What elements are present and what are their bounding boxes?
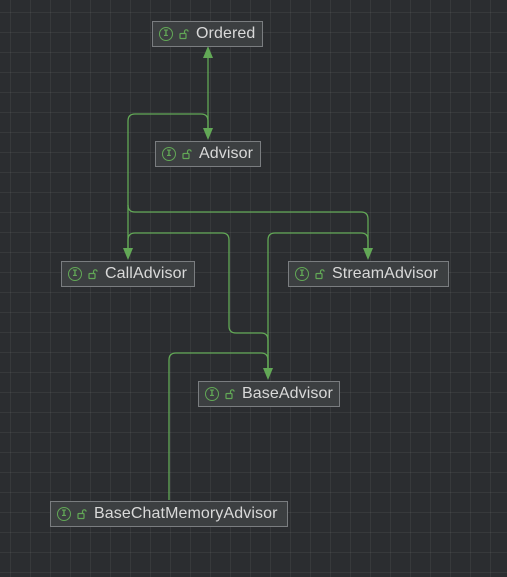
node-calladvisor[interactable]: I CallAdvisor bbox=[61, 261, 195, 287]
node-label: CallAdvisor bbox=[105, 265, 188, 282]
public-icon bbox=[87, 268, 99, 280]
node-label: Ordered bbox=[196, 25, 256, 42]
interface-icon: I bbox=[162, 147, 176, 161]
arrowhead-streamadvisor bbox=[363, 248, 373, 260]
public-icon bbox=[76, 508, 88, 520]
node-label: BaseChatMemoryAdvisor bbox=[94, 505, 278, 522]
edge-baseadvisor-to-calladvisor bbox=[127, 232, 269, 369]
node-label: Advisor bbox=[199, 145, 254, 162]
interface-icon: I bbox=[295, 267, 309, 281]
arrowhead-ordered bbox=[203, 46, 213, 58]
edge-streamadvisor-to-advisor bbox=[127, 204, 369, 249]
interface-icon: I bbox=[205, 387, 219, 401]
arrowhead-advisor bbox=[203, 128, 213, 140]
node-basechatmemoryadvisor[interactable]: I BaseChatMemoryAdvisor bbox=[50, 501, 288, 527]
node-baseadvisor[interactable]: I BaseAdvisor bbox=[198, 381, 340, 407]
node-ordered[interactable]: I Ordered bbox=[152, 21, 263, 47]
public-icon bbox=[178, 28, 190, 40]
edge-baseadvisor-to-streamadvisor bbox=[267, 232, 369, 369]
interface-icon: I bbox=[57, 507, 71, 521]
public-icon bbox=[224, 388, 236, 400]
node-label: BaseAdvisor bbox=[242, 385, 333, 402]
edge-basechatmemoryadvisor-to-baseadvisor bbox=[168, 352, 269, 500]
interface-icon: I bbox=[159, 27, 173, 41]
arrowhead-baseadvisor bbox=[263, 368, 273, 380]
interface-icon: I bbox=[68, 267, 82, 281]
public-icon bbox=[314, 268, 326, 280]
arrowhead-calladvisor bbox=[123, 248, 133, 260]
node-advisor[interactable]: I Advisor bbox=[155, 141, 261, 167]
public-icon bbox=[181, 148, 193, 160]
node-streamadvisor[interactable]: I StreamAdvisor bbox=[288, 261, 449, 287]
node-label: StreamAdvisor bbox=[332, 265, 439, 282]
edge-calladvisor-to-advisor bbox=[127, 113, 209, 249]
